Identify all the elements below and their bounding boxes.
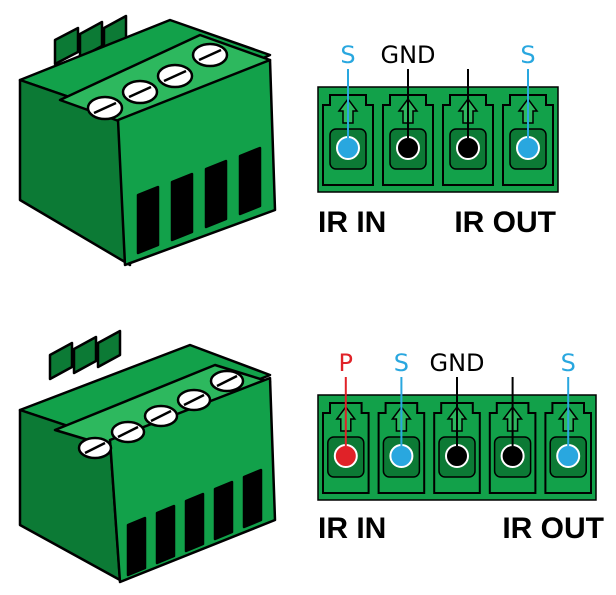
top-cell-3 (442, 94, 494, 186)
bottom-pin-dot-1 (333, 444, 358, 468)
pin-labels-top: S GND S (340, 41, 535, 69)
top-pin-label-4: S (520, 41, 535, 69)
connector-3d-bottom (18, 329, 277, 584)
bottom-cell-2 (377, 402, 426, 494)
bottom-pin-label-2: S (394, 349, 409, 377)
top-pin-label-1: S (340, 41, 355, 69)
caption-ir-out-top: IR OUT (454, 206, 556, 239)
bottom-pin-dot-2 (389, 444, 414, 468)
bottom-pin-label-5: S (561, 349, 576, 377)
terminal-cells-top (322, 94, 554, 186)
bottom-pin-dot-3 (445, 444, 469, 468)
connector-3d-top (18, 14, 277, 267)
bottom-cell-3 (433, 402, 481, 494)
pin-leads-top (347, 69, 529, 138)
caption-ir-in-bottom: IR IN (318, 512, 386, 545)
bottom-pin-label-1: P (339, 349, 353, 377)
top-cell-1 (322, 94, 374, 186)
top-pin-dot-2 (396, 136, 420, 160)
top-cell-2 (382, 94, 434, 186)
bottom-pin-dot-4 (500, 444, 525, 468)
caption-ir-in-top: IR IN (318, 206, 386, 239)
bottom-cell-5 (544, 402, 592, 494)
top-pin-label-2: GND (380, 41, 435, 69)
top-pin-dot-4 (516, 136, 540, 160)
pin-labels-bottom: P S GND S (339, 349, 576, 377)
caption-ir-out-bottom: IR OUT (502, 512, 604, 545)
top-pin-dot-1 (336, 136, 360, 160)
pin-leads-bottom (344, 377, 570, 446)
top-pin-dot-3 (456, 136, 480, 160)
top-cell-4 (502, 94, 554, 186)
bottom-pin-dot-5 (556, 444, 581, 468)
bottom-cell-4 (488, 402, 537, 494)
bottom-pin-label-3: GND (429, 349, 484, 377)
